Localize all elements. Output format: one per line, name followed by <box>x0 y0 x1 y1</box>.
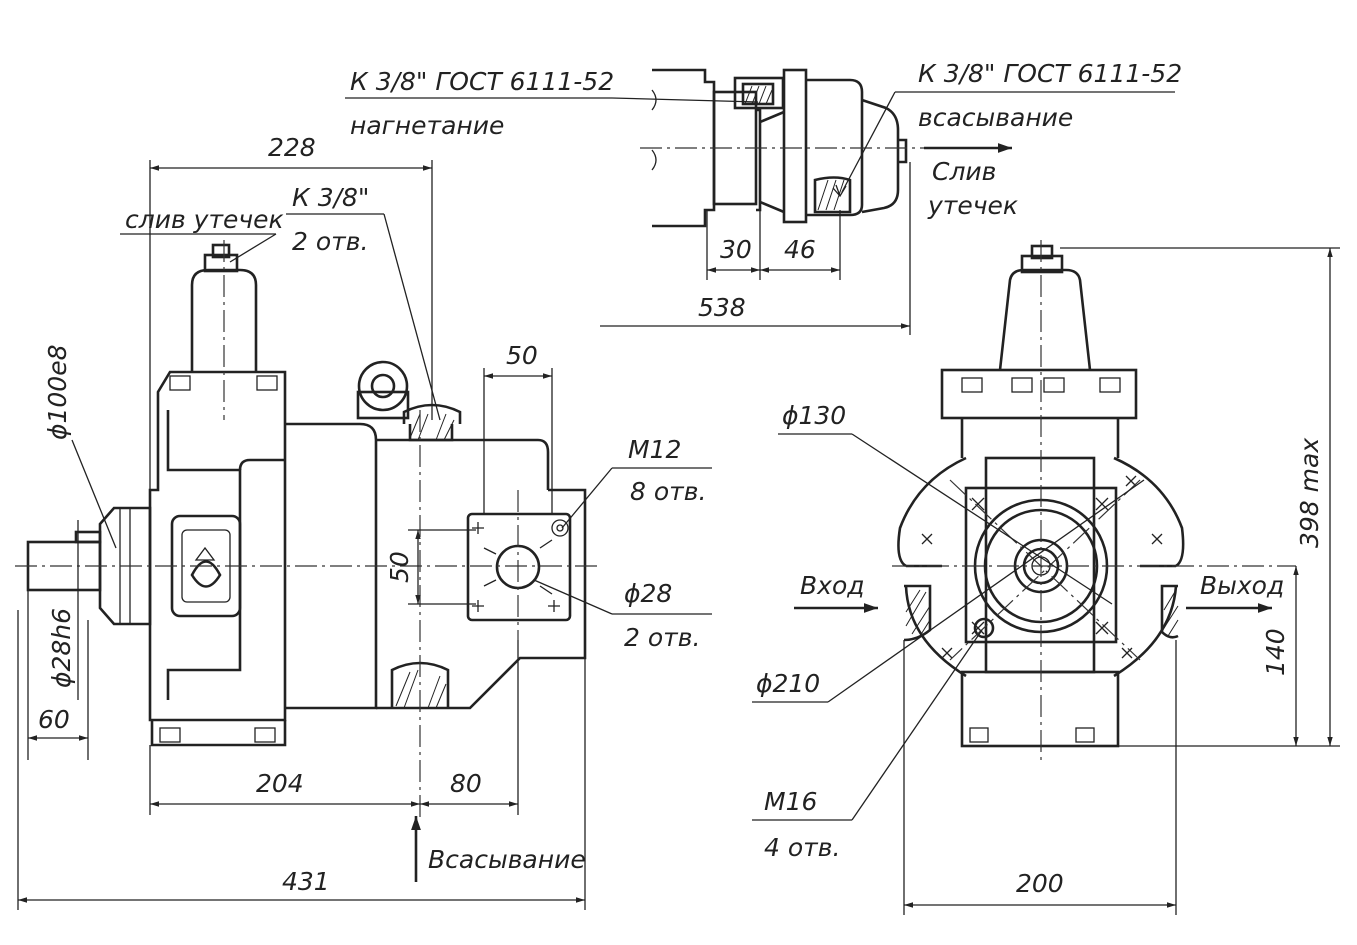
label-d130: ϕ130 <box>782 401 846 430</box>
dim-46: 46 <box>784 235 816 264</box>
label-four-holes: 4 отв. <box>764 833 840 862</box>
label-two-holes-b: 2 отв. <box>624 623 700 652</box>
dim-204: 204 <box>256 769 304 798</box>
label-leak-drain: слив утечек <box>125 205 284 234</box>
dim-200: 200 <box>1016 869 1064 898</box>
label-d28: ϕ28 <box>624 579 672 608</box>
label-discharge: нагнетание <box>350 111 504 140</box>
dim-538: 538 <box>698 293 746 322</box>
label-m12: М12 <box>628 435 681 464</box>
label-eight-holes: 8 отв. <box>630 477 706 506</box>
dim-50-top: 50 <box>506 341 538 370</box>
label-fitting-top-left: К 3/8" ГОСТ 6111-52 <box>350 67 614 96</box>
dim-30: 30 <box>720 235 752 264</box>
dim-50-vert: 50 <box>385 551 414 583</box>
label-fitting-top-right: К 3/8" ГОСТ 6111-52 <box>918 59 1182 88</box>
label-drain-top-1: Слив <box>932 157 996 186</box>
dim-60: 60 <box>38 705 70 734</box>
dim-80: 80 <box>450 769 482 798</box>
front-view: 228 50 50 60 204 80 431 Всасывание ϕ100е… <box>15 133 712 910</box>
dim-140: 140 <box>1261 628 1290 676</box>
label-m16: М16 <box>764 787 817 816</box>
side-view: ϕ130 ϕ210 М16 4 отв. Вход Выход 200 398 … <box>752 240 1340 915</box>
label-drain-top-2: утечек <box>927 191 1018 220</box>
label-suction-bottom: Всасывание <box>428 845 586 874</box>
dim-398: 398 max <box>1295 438 1324 548</box>
dim-431: 431 <box>282 867 330 896</box>
label-k38: К 3/8" <box>292 183 369 212</box>
top-view: 30 46 538 К 3/8" ГОСТ 6111-52 нагнетание… <box>345 59 1182 335</box>
label-d28h6: ϕ28h6 <box>47 608 76 688</box>
label-two-holes-a: 2 отв. <box>292 227 368 256</box>
dim-228: 228 <box>268 133 316 162</box>
label-d100: ϕ100е8 <box>43 345 72 441</box>
label-outlet: Выход <box>1200 571 1284 600</box>
label-inlet: Вход <box>800 571 865 600</box>
label-suction-top: всасывание <box>918 103 1073 132</box>
label-d210: ϕ210 <box>756 669 820 698</box>
